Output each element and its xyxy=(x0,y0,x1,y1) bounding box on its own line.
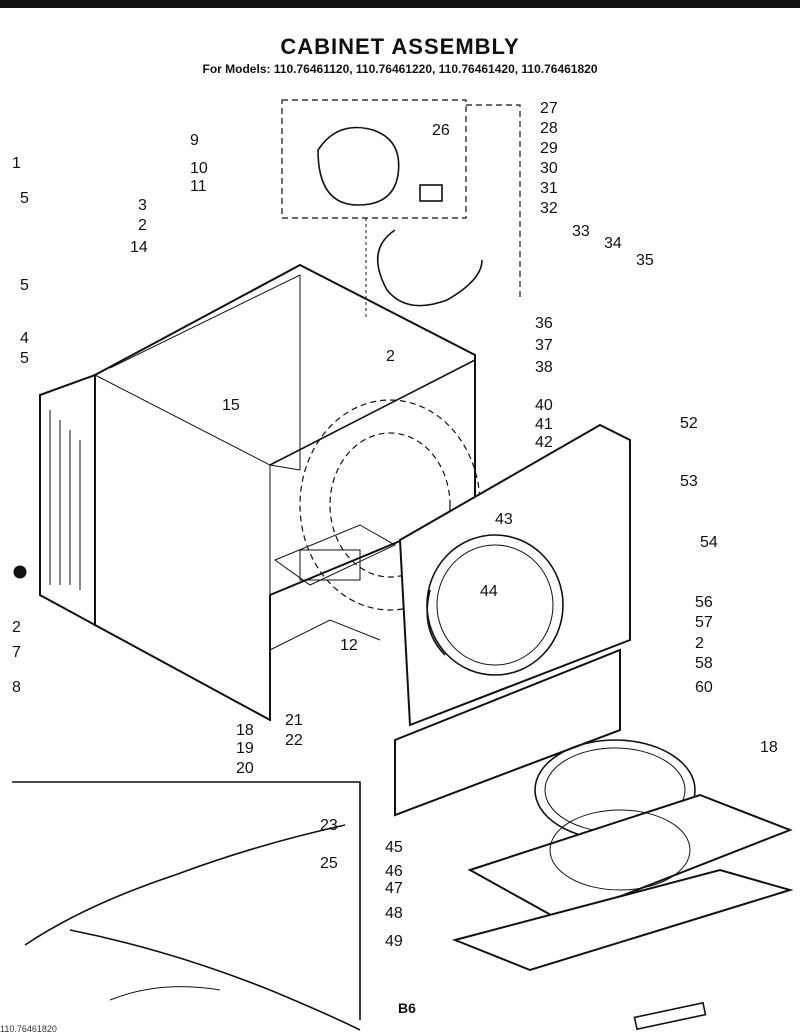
page-code: B6 xyxy=(398,1000,416,1016)
model-list: For Models: 110.76461120, 110.76461220, … xyxy=(202,62,598,76)
callout-43: 43 xyxy=(495,511,513,528)
callout-18-right: 18 xyxy=(760,739,778,756)
callout-6a: 5 xyxy=(20,190,29,207)
callout-44: 44 xyxy=(480,583,498,600)
callout-14: 14 xyxy=(130,239,148,256)
callout-57: 60 xyxy=(695,679,713,696)
callout-18-left: 18 xyxy=(236,722,254,739)
callout-12: 12 xyxy=(340,637,358,654)
callout-3: 3 xyxy=(138,197,147,214)
callout-2-left: 2 xyxy=(12,619,21,636)
footer-partial-text: 110.76461820 xyxy=(0,1024,57,1034)
callout-27: 27 xyxy=(540,100,558,117)
callout-52: 54 xyxy=(700,534,718,551)
callout-51: 53 xyxy=(680,473,698,490)
diagram-title: CABINET ASSEMBLY xyxy=(280,34,520,59)
callout-31: 31 xyxy=(540,180,558,197)
callout-21: 21 xyxy=(285,712,303,729)
callout-38: 38 xyxy=(535,359,553,376)
callout-47: 47 xyxy=(385,880,403,897)
callout-32: 32 xyxy=(540,200,558,217)
callout-labels: 1 5 5 4 5 2 7 8 3 2 14 9 10 11 15 2 12 1… xyxy=(12,100,778,950)
callout-29: 29 xyxy=(540,140,558,157)
callout-46: 46 xyxy=(385,863,403,880)
callout-36: 36 xyxy=(535,315,553,332)
callout-22: 22 xyxy=(285,732,303,749)
callout-5: 5 xyxy=(20,350,29,367)
callout-1: 1 xyxy=(12,155,21,172)
cabinet-body xyxy=(94,263,481,722)
wiring-harness xyxy=(12,781,361,1031)
callout-30: 30 xyxy=(540,160,558,177)
callout-49: 49 xyxy=(385,933,403,950)
callout-7: 7 xyxy=(12,644,21,661)
callout-10: 10 xyxy=(190,160,208,177)
callout-54: 57 xyxy=(695,614,713,631)
callout-2-right: 2 xyxy=(695,635,704,652)
callout-35: 35 xyxy=(636,252,654,269)
callout-34: 34 xyxy=(604,235,622,252)
callout-2-top: 2 xyxy=(138,217,147,234)
callout-4: 4 xyxy=(20,330,29,347)
callout-25: 25 xyxy=(320,855,338,872)
callout-8: 8 xyxy=(12,679,21,696)
door-assembly xyxy=(451,739,794,1031)
callout-41: 41 xyxy=(535,416,553,433)
callout-45: 45 xyxy=(385,839,403,856)
callout-11: 11 xyxy=(190,178,207,195)
top-border xyxy=(0,0,800,8)
callout-48: 48 xyxy=(385,905,403,922)
callout-15: 15 xyxy=(222,397,240,414)
callout-42: 42 xyxy=(535,434,553,451)
callout-6b: 5 xyxy=(20,277,29,294)
callout-37: 37 xyxy=(535,337,553,354)
front-panel xyxy=(398,423,631,727)
motor-assembly-group xyxy=(281,99,521,320)
callout-56: 58 xyxy=(695,655,713,672)
callout-53: 56 xyxy=(695,594,713,611)
callout-9: 9 xyxy=(190,132,199,149)
callout-40: 40 xyxy=(535,397,553,414)
callout-19: 19 xyxy=(236,740,254,757)
callout-23: 23 xyxy=(320,817,338,834)
callout-33: 33 xyxy=(572,223,590,240)
callout-26: 26 xyxy=(432,122,450,139)
callout-2-mid: 2 xyxy=(386,348,395,365)
callout-28: 28 xyxy=(540,120,558,137)
left-side-panel xyxy=(13,373,96,627)
callout-20: 20 xyxy=(236,760,254,777)
toe-panel xyxy=(394,648,621,817)
callout-50: 52 xyxy=(680,415,698,432)
